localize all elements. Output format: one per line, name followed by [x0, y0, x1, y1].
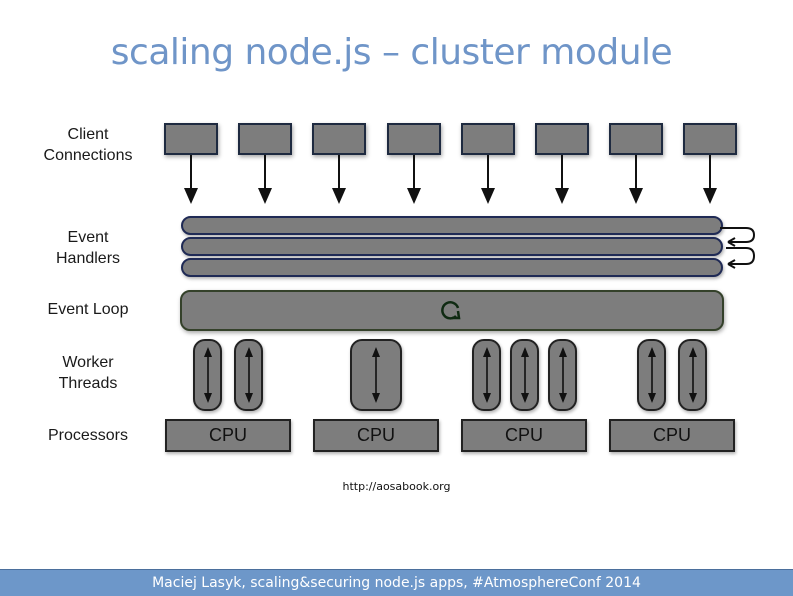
bidirectional-arrow-icon — [558, 347, 567, 403]
bidirectional-arrow-icon — [520, 347, 529, 403]
down-arrow-icon — [258, 188, 272, 204]
label-processors: Processors — [47, 427, 129, 444]
event-handler-bar — [181, 237, 723, 256]
bidirectional-arrow-icon — [647, 347, 656, 403]
bidirectional-arrow-icon — [203, 347, 212, 403]
event-handler-bar — [181, 216, 723, 235]
bidirectional-arrow-icon — [482, 347, 491, 403]
loopback-arrow-1 — [720, 227, 756, 243]
cpu-box: CPU — [165, 419, 291, 452]
down-arrow-shaft — [413, 155, 415, 189]
client-connection-box — [609, 123, 663, 155]
loopback-arrow-2 — [726, 247, 756, 265]
event-handler-bar — [181, 258, 723, 277]
client-connection-box — [164, 123, 218, 155]
bidirectional-arrow-icon — [244, 347, 253, 403]
client-connection-box — [535, 123, 589, 155]
event-loop-bar — [180, 290, 724, 331]
cpu-box: CPU — [609, 419, 735, 452]
down-arrow-icon — [629, 188, 643, 204]
down-arrow-icon — [332, 188, 346, 204]
loopback-arrow-2-head — [727, 259, 736, 269]
down-arrow-shaft — [561, 155, 563, 189]
down-arrow-shaft — [190, 155, 192, 189]
cpu-box: CPU — [461, 419, 587, 452]
client-connection-box — [461, 123, 515, 155]
source-link[interactable]: http://aosabook.org — [342, 480, 451, 493]
loopback-arrow-1-head — [727, 237, 736, 247]
label-event-handlers: Event Handlers — [18, 227, 158, 269]
handler-loopback-arrows — [720, 227, 756, 269]
down-arrow-shaft — [487, 155, 489, 189]
slide-footer: Maciej Lasyk, scaling&securing node.js a… — [0, 569, 793, 596]
down-arrow-icon — [184, 188, 198, 204]
bidirectional-arrow-icon — [372, 347, 380, 403]
label-worker-threads: Worker Threads — [18, 352, 158, 394]
loop-arrow-icon — [441, 301, 461, 320]
client-connection-box — [387, 123, 441, 155]
down-arrow-icon — [703, 188, 717, 204]
down-arrow-shaft — [338, 155, 340, 189]
client-connection-box — [238, 123, 292, 155]
down-arrow-icon — [407, 188, 421, 204]
down-arrow-icon — [555, 188, 569, 204]
label-client-connections: Client Connections — [18, 124, 158, 166]
client-connection-box — [312, 123, 366, 155]
label-text: Worker Threads — [58, 354, 118, 392]
down-arrow-icon — [481, 188, 495, 204]
label-event-loop: Event Loop — [47, 301, 129, 318]
client-connection-box — [683, 123, 737, 155]
cpu-box: CPU — [313, 419, 439, 452]
bidirectional-arrow-icon — [688, 347, 697, 403]
down-arrow-shaft — [635, 155, 637, 189]
label-text: Client Connections — [43, 126, 133, 164]
down-arrow-shaft — [709, 155, 711, 189]
down-arrow-shaft — [264, 155, 266, 189]
slide-title: scaling node.js – cluster module — [110, 32, 673, 73]
label-text: Event Handlers — [55, 229, 121, 267]
